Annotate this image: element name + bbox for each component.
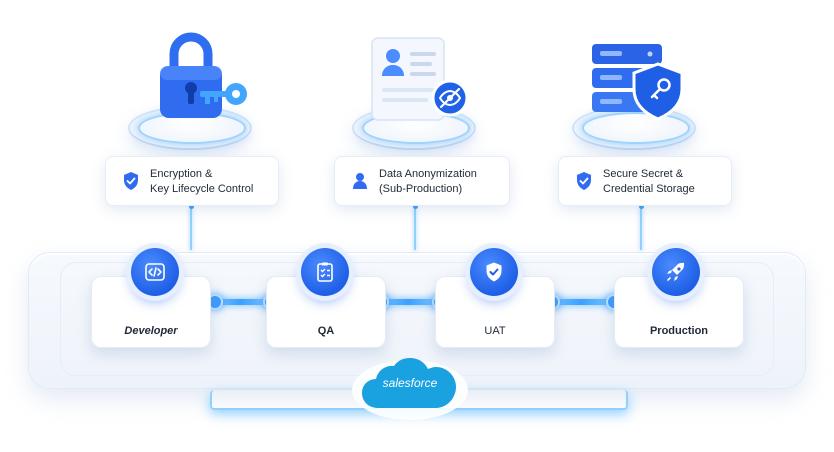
rocket-icon [652, 248, 700, 296]
connector-qa-uat [378, 299, 438, 305]
link-line [414, 206, 416, 250]
feature-card-anonymization: Data Anonymization (Sub-Production) [334, 156, 510, 206]
stage-label: Production [649, 325, 709, 337]
server-shield-key-icon [588, 40, 698, 126]
shield-check-icon [122, 171, 140, 196]
connector-uat-production [549, 299, 613, 305]
link-dot [638, 204, 644, 209]
stage-label: Developer [124, 325, 178, 337]
salesforce-logo: salesforce [350, 348, 470, 424]
feature-card-encryption: Encryption & Key Lifecycle Control [105, 156, 279, 206]
link-line [640, 206, 642, 250]
salesforce-logo-text: salesforce [382, 376, 438, 390]
shield-check-icon [470, 248, 518, 296]
link-dot [188, 204, 194, 209]
feature-title-line: Key Lifecycle Control [150, 183, 254, 195]
feature-title-line: (Sub-Production) [379, 183, 463, 195]
shield-check-icon [575, 171, 593, 196]
stage-label: UAT [484, 325, 506, 337]
code-icon [131, 248, 179, 296]
id-document-hidden-icon [366, 34, 476, 126]
feature-title-line: Encryption & [150, 168, 213, 180]
padlock-key-icon [148, 28, 258, 128]
pedestal-ring [582, 112, 690, 144]
stage-label: QA [317, 325, 335, 337]
feature-card-secret-storage: Secure Secret & Credential Storage [558, 156, 732, 206]
connector-developer-qa [212, 299, 270, 305]
user-icon [351, 171, 369, 196]
link-dot [412, 204, 418, 209]
clipboard-check-icon [301, 248, 349, 296]
feature-title-line: Secure Secret & [603, 168, 684, 180]
stage-card-qa: QA [266, 276, 386, 348]
link-line [190, 206, 192, 250]
feature-title-line: Data Anonymization [379, 168, 477, 180]
feature-title-line: Credential Storage [603, 183, 695, 195]
